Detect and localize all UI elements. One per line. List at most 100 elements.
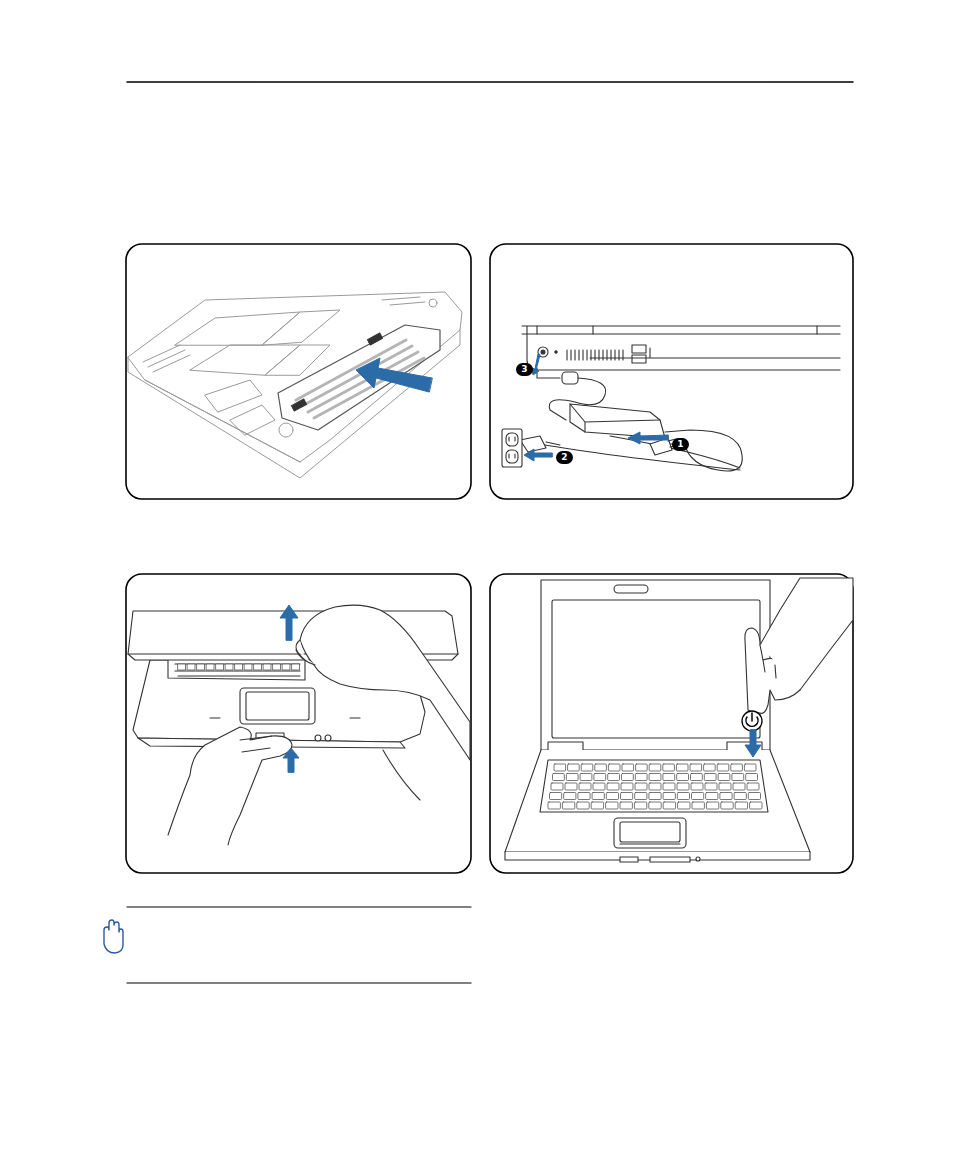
power-button-part: [742, 711, 762, 731]
keyboard-key: [254, 664, 262, 670]
panel-frame-part: [126, 244, 471, 499]
keyboard-key: [734, 793, 746, 800]
laptop-open-part: [620, 843, 680, 844]
keyboard-keys: [548, 764, 762, 809]
laptop-open-part: [552, 600, 760, 738]
keyboard-key: [178, 664, 186, 670]
battery-pack: [278, 325, 440, 430]
laptop-open-part: [620, 857, 638, 862]
ac-adapter-part: [665, 430, 742, 471]
keyboard-key: [580, 774, 592, 781]
laptop-rear-part: [632, 355, 646, 363]
laptop-rear-part: [537, 326, 817, 334]
hand-part: [296, 640, 315, 665]
laptop-underside-part: [429, 299, 437, 307]
wall-outlet-part: [502, 429, 522, 467]
keyboard-key: [704, 764, 716, 771]
hand-part: [240, 736, 272, 752]
pointing-hand-part: [763, 660, 776, 678]
keyboard-key: [622, 774, 634, 781]
keyboard-key: [235, 664, 243, 670]
keyboard-key: [677, 774, 689, 781]
hand: [168, 605, 470, 845]
keyboard-key: [663, 793, 675, 800]
keyboard-key: [606, 793, 618, 800]
keyboard-key: [635, 793, 647, 800]
power-button: [742, 711, 762, 731]
panel-frame-part: [126, 574, 471, 873]
keyboard-key: [663, 764, 675, 771]
note-rule-part: [127, 982, 471, 983]
keyboard-key: [568, 764, 580, 771]
laptop-rear-part: [541, 350, 545, 354]
keyboard-key: [579, 783, 591, 790]
keyboard-key: [565, 783, 577, 790]
connect-arrow: [524, 354, 668, 461]
keyboard-key: [595, 764, 607, 771]
connect-arrow-part: [524, 449, 552, 461]
laptop-underside-part: [279, 423, 293, 437]
keyboard-key: [663, 783, 675, 790]
keyboard-key: [607, 783, 619, 790]
laptop-underside-part: [382, 297, 425, 305]
keyboard-key: [733, 783, 745, 790]
wall-outlet-part: [509, 437, 515, 458]
keyboard-key: [554, 764, 566, 771]
keyboard-key: [207, 664, 215, 670]
laptop-open-part: [620, 822, 680, 842]
keyboard-key: [704, 774, 716, 781]
keyboard-key: [635, 783, 647, 790]
keyboard-key: [594, 774, 606, 781]
connect-arrow-part: [532, 354, 540, 375]
keyboard-key: [216, 664, 224, 670]
keyboard-key: [581, 764, 593, 771]
keyboard-key: [578, 793, 590, 800]
keyboard-key: [292, 664, 300, 670]
laptop-rear-part: [522, 326, 840, 370]
keyboard-key: [717, 764, 729, 771]
keyboard-key: [732, 774, 744, 781]
keyboard-key: [747, 783, 759, 790]
laptop-rear-part: [632, 345, 646, 353]
keyboard-key: [718, 774, 730, 781]
press-arrow: [745, 730, 761, 757]
keyboard-key: [634, 802, 646, 809]
ac-adapter-part: [540, 444, 740, 470]
laptop-underside-part: [128, 292, 462, 462]
laptop-open: [505, 580, 810, 862]
laptop-rear-part: [555, 351, 557, 353]
keyboard-key: [636, 764, 648, 771]
callout-number: 1: [672, 438, 689, 451]
keyboard-key: [706, 793, 718, 800]
keyboard-key: [721, 802, 733, 809]
keyboard-key: [720, 793, 732, 800]
keyboard-key: [562, 802, 574, 809]
laptop-open-part: [505, 750, 810, 852]
panel-frame-part: [490, 244, 853, 499]
pointing-hand: [745, 578, 853, 713]
keyboard-key: [663, 774, 675, 781]
laptop-closed-part: [315, 735, 321, 741]
connect-arrow-part: [628, 432, 668, 444]
lift-arrow: [280, 605, 299, 772]
header-rule: [127, 81, 853, 83]
laptop-open-part: [540, 760, 768, 812]
laptop-rear-part: [567, 350, 623, 360]
ac-adapter-part: [570, 404, 665, 438]
hand-part: [300, 605, 470, 760]
keyboard-key: [731, 764, 743, 771]
keyboard-key: [283, 664, 291, 670]
keyboard-key: [622, 764, 634, 771]
laptop-underside-part: [262, 310, 340, 345]
keyboard-key: [691, 783, 703, 790]
keyboard-key: [577, 802, 589, 809]
keyboard-key: [748, 793, 760, 800]
wall-outlet-part: [506, 450, 518, 463]
laptop-open-part: [614, 818, 686, 848]
keyboard-key: [649, 774, 661, 781]
power-button-part: [751, 713, 753, 721]
keyboard-key: [677, 793, 689, 800]
wall-outlet: [502, 429, 522, 467]
laptop-underside-part: [205, 380, 262, 412]
keyboard-key: [705, 783, 717, 790]
